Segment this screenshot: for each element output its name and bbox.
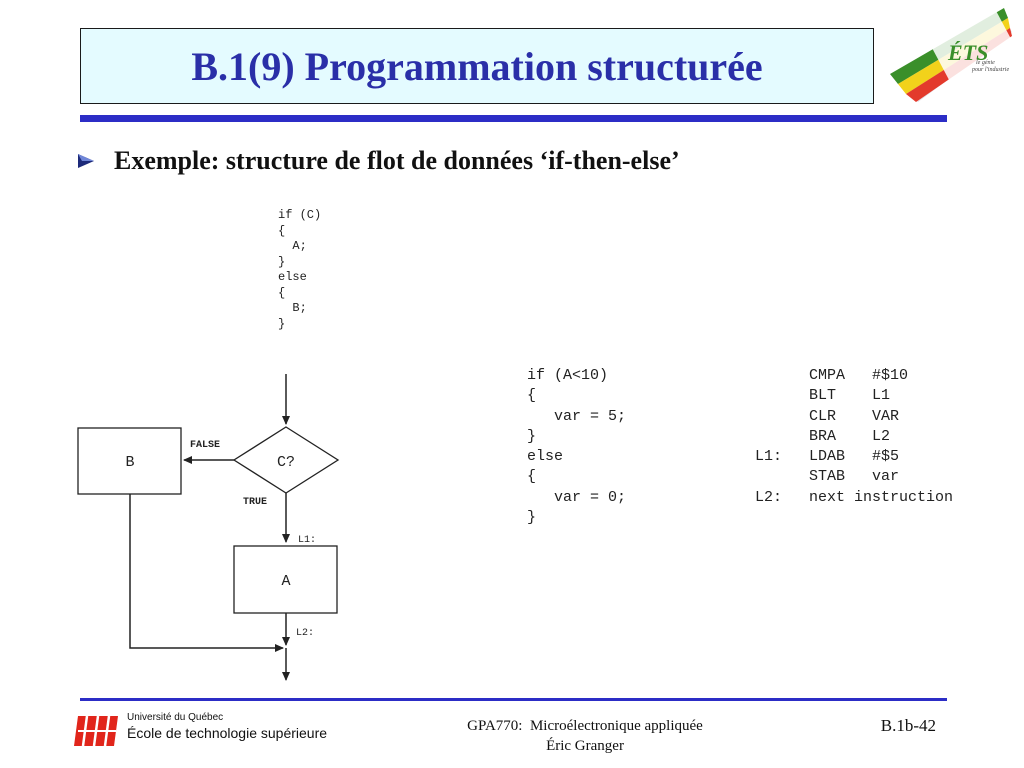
- footer-author: Éric Granger: [546, 738, 624, 754]
- true-label: TRUE: [243, 497, 267, 508]
- ets-logo-tagline-2: pour l'industrie: [971, 67, 1009, 73]
- page-number: B.1b-42: [880, 716, 936, 735]
- footer-course-info: GPA770: Microélectronique appliquée Éric…: [400, 716, 770, 756]
- footer-course: GPA770: Microélectronique appliquée: [467, 718, 703, 734]
- label-l1: L1:: [298, 535, 316, 546]
- slide-title: B.1(9) Programmation structurée: [191, 43, 763, 89]
- flow-arrow-b-out: [129, 494, 284, 652]
- ets-logo: ÉTS le génie pour l'industrie: [890, 8, 1018, 102]
- flowchart: C? FALSE B TRUE L1: A L2:: [77, 374, 340, 681]
- bottom-divider: [80, 698, 947, 701]
- box-b: [77, 427, 182, 495]
- university-line-1: Université du Québec: [127, 712, 224, 723]
- title-box: B.1(9) Programmation structurée: [80, 28, 874, 104]
- generic-code-block: if (C) { A; } else { B; }: [278, 208, 322, 331]
- ets-logo-tagline-1: le génie: [976, 60, 995, 66]
- uq-logo: [74, 715, 118, 747]
- box-a-label: A: [281, 573, 290, 590]
- asm-code-block: CMPA #$10 BLT L1 CLR VAR BRA L2 L1: LDAB…: [755, 367, 954, 506]
- decision-label: C?: [277, 454, 295, 471]
- bullet-item: Exemple: structure de flot de données ‘i…: [76, 146, 680, 176]
- box-b-label: B: [125, 454, 134, 471]
- university-name: Université du Québec École de technologi…: [127, 712, 327, 742]
- false-label: FALSE: [190, 440, 220, 451]
- top-divider: [80, 115, 947, 122]
- ets-logo-mark: ÉTS: [947, 40, 988, 65]
- c-code-block: if (A<10) { var = 5; } else { var = 0; }: [527, 367, 627, 527]
- bullet-text: Exemple: structure de flot de données ‘i…: [114, 146, 680, 175]
- university-line-2: École de technologie supérieure: [127, 725, 328, 741]
- bullet-arrow-icon: [78, 154, 94, 168]
- label-l2: L2:: [296, 628, 314, 639]
